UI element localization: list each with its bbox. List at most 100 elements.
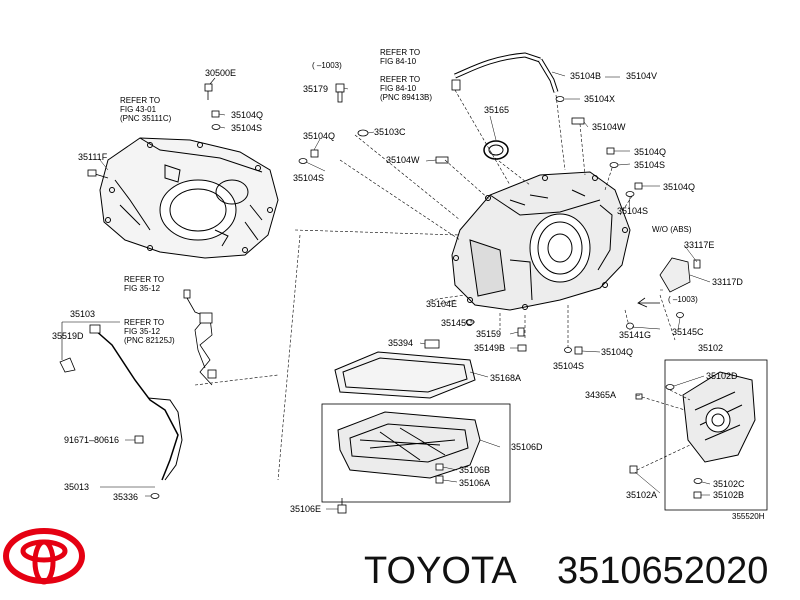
ref-fig-84-10-b-line2: FIG 84-10 [380, 84, 417, 93]
label-35104q-d: 35104Q [663, 182, 695, 192]
bolt-35104q-c-icon [606, 147, 619, 168]
label-35104x: 35104X [584, 94, 615, 104]
bolt-91671-icon [134, 435, 144, 444]
ref-fig-35-12-b-line1: REFER TO [124, 318, 164, 327]
label-35179: 35179 [303, 84, 328, 94]
washer-35106b-icon [435, 463, 444, 471]
oil-pan-group-box [321, 403, 511, 503]
o-ring-35102d-icon [665, 384, 675, 390]
bolt-35111f-icon [87, 169, 97, 177]
label-35102: 35102 [698, 343, 723, 353]
bolt-35102a-icon [629, 465, 638, 474]
label-35104q-c: 35104Q [634, 147, 666, 157]
label-35104e: 35104E [426, 299, 457, 309]
label-33117e: 33117E [684, 240, 714, 250]
label-35104b-top: 35104B [570, 71, 601, 81]
ref-fig-35-12-a-line1: REFER TO [124, 275, 164, 284]
label-33117d: 33117D [712, 277, 743, 287]
label-35102c: 35102C [713, 479, 745, 489]
ref-fig-84-10-a-line2: FIG 84-10 [380, 57, 417, 66]
callout-labels: 30500E 35104Q 35104S 35111F REFER TO FIG… [52, 48, 765, 521]
breather-plug-icon [451, 79, 461, 91]
brand-name: TOYOTA [364, 550, 517, 592]
oil-pan-35106d-icon [337, 411, 481, 479]
label-35159: 35159 [476, 329, 501, 339]
bolt-30500e-icon [204, 83, 213, 100]
toyota-logo-icon [3, 528, 85, 585]
label-35106d: 35106D [511, 442, 543, 452]
ref-fig-84-10-b-line3: (PNC 89413B) [380, 93, 432, 102]
label-35106b: 35106B [459, 465, 490, 475]
label-35104q-e: 35104Q [601, 347, 633, 357]
ref-fig-35-12-b-line2: FIG 35-12 [124, 327, 161, 336]
label-35149b: 35149B [474, 343, 505, 353]
o-ring-35145c-r-icon [676, 312, 684, 318]
bolt-35104q-d-icon [625, 182, 643, 197]
leader-lines-right [636, 389, 691, 471]
dipstick-35103-illustration [89, 324, 183, 481]
label-wo-abs: W/O (ABS) [652, 225, 692, 234]
label-35111f: 35111F [78, 152, 108, 162]
extension-housing-box [664, 359, 768, 511]
leader-lines [194, 89, 676, 481]
label-35104s-c: 35104S [634, 160, 665, 170]
label-35104q-b: 35104Q [303, 131, 335, 141]
label-35102b: 35102B [713, 490, 744, 500]
label-35104s-d: 35104S [617, 206, 648, 216]
ref-fig-43-01-line1: REFER TO [120, 96, 160, 105]
label-35165: 35165 [484, 105, 509, 115]
wire-harness-illustration [183, 289, 217, 386]
label-91671-80616: 91671–80616 [64, 435, 119, 445]
converter-housing-illustration [99, 137, 279, 259]
washer-35104s-b-icon [298, 158, 308, 164]
breather-35179-icon [335, 83, 345, 103]
extension-housing-35102-icon [682, 371, 756, 463]
washer-35104s-a-icon [211, 124, 221, 130]
label-35103: 35103 [70, 309, 95, 319]
bolt-35104q-e-icon [564, 346, 583, 355]
transaxle-case-illustration [451, 171, 631, 311]
label-35168a: 35168A [490, 373, 521, 383]
breather-hose-illustration [454, 52, 559, 93]
magnet-35394-icon [424, 339, 440, 349]
ref-fig-35-12-b-line3: (PNC 82125J) [124, 336, 175, 345]
ref-fig-84-10-a-line1: REFER TO [380, 48, 420, 57]
label-35104v: 35104V [626, 71, 657, 81]
washer-35104s-d-icon [625, 191, 635, 197]
label-35104s-e: 35104S [553, 361, 584, 371]
label-35141g: 35141G [619, 330, 651, 340]
washer-35104s-c-icon [609, 162, 619, 168]
o-ring-35103c-icon [357, 129, 369, 137]
oil-pan-gasket-35168a-icon [334, 351, 476, 399]
oil-seal-35165-icon [483, 140, 509, 160]
plug-35106a-icon [435, 475, 444, 484]
ref-fig-43-01-line2: FIG 43-01 [120, 105, 157, 114]
figure-code: 355520H [732, 512, 765, 521]
bolt-35104q-a-icon [211, 110, 221, 130]
label-35013: 35013 [64, 482, 89, 492]
o-ring-35102c-icon [693, 478, 703, 484]
ref-fig-84-10-b-line1: REFER TO [380, 75, 420, 84]
label-35104s-a: 35104S [231, 123, 262, 133]
pin-35159-icon [517, 327, 525, 337]
label-35519d: 35519D [52, 331, 84, 341]
label-34365a: 34365A [585, 390, 616, 400]
label-35106e: 35106E [290, 504, 321, 514]
label-1003-b: ( –1003) [668, 295, 698, 304]
label-30500e: 30500E [205, 68, 236, 78]
washer-35104x-icon [555, 96, 565, 102]
pin-35104w-mid-icon [435, 156, 449, 164]
label-35145c-l: 35145C [441, 318, 473, 328]
label-35104w-mid: 35104W [386, 155, 420, 165]
pin-35104w-top-icon [571, 117, 585, 125]
label-35103c: 35103C [374, 127, 406, 137]
washer-35104s-e-icon [564, 347, 572, 353]
label-35102d: 35102D [706, 371, 738, 381]
label-35145c-r: 35145C [672, 327, 704, 337]
label-35102a: 35102A [626, 490, 657, 500]
label-35104w-top: 35104W [592, 122, 626, 132]
bolt-35102b-icon [693, 491, 702, 499]
label-35104q-a: 35104Q [231, 110, 263, 120]
label-1003-a: ( –1003) [312, 61, 342, 70]
